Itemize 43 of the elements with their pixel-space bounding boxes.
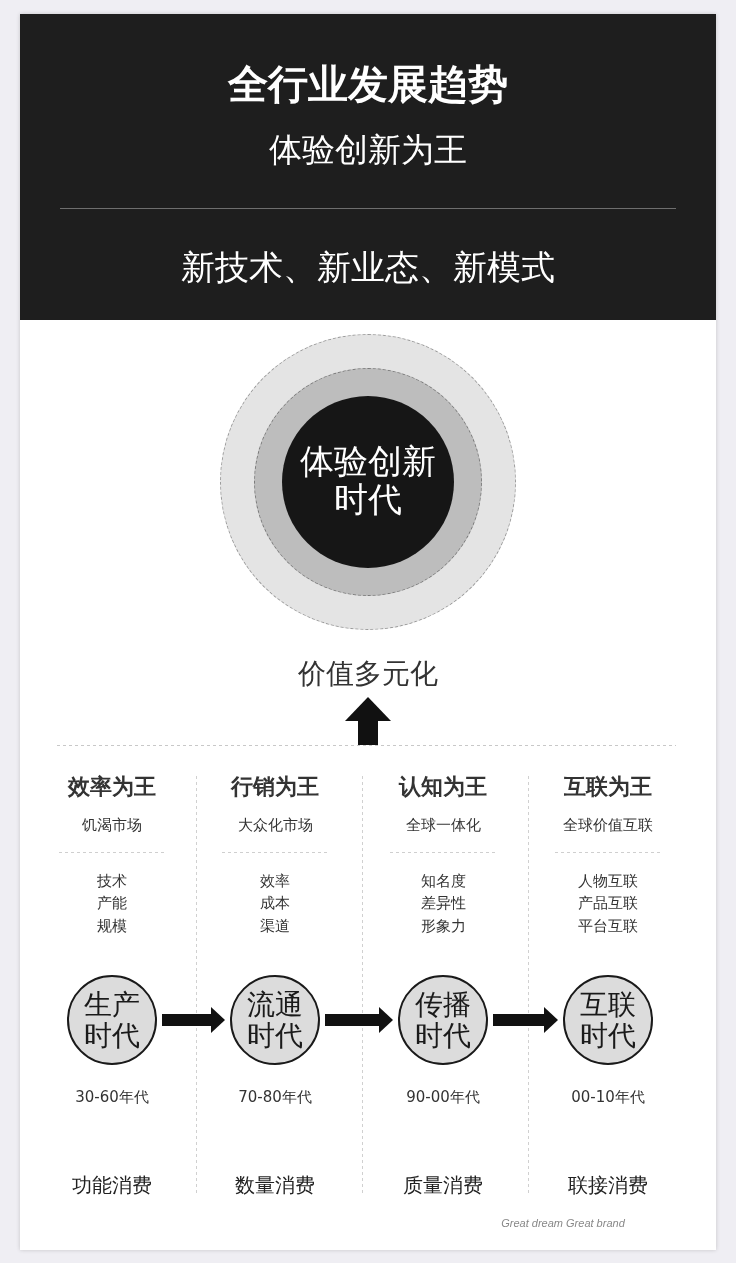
feature-item: 效率	[260, 872, 290, 890]
title-text: 全行业发展趋势	[228, 60, 508, 108]
column-heading: 行销为王	[231, 773, 319, 801]
consumption-label: 联接消费	[568, 1173, 648, 1197]
market-label: 全球一体化	[405, 816, 481, 834]
era-name: 流通时代	[246, 988, 304, 1052]
market-label: 全球价值互联	[563, 816, 653, 834]
header-band	[20, 14, 716, 320]
feature-item: 技术	[97, 872, 127, 890]
feature-item: 渠道	[260, 917, 290, 935]
consumption-label: 数量消费	[235, 1173, 315, 1197]
consumption-label: 功能消费	[72, 1173, 152, 1197]
column-heading: 互联为王	[564, 773, 652, 801]
period-label: 00-10年代	[571, 1088, 645, 1106]
feature-item: 平台互联	[578, 917, 638, 935]
feature-item: 人物互联	[578, 872, 638, 890]
era-name: 生产时代	[83, 988, 141, 1052]
era-name: 传播时代	[414, 988, 472, 1052]
feature-item: 规模	[97, 917, 127, 935]
tagline: Great dream Great brand	[501, 1217, 625, 1231]
arrow	[345, 697, 391, 745]
period-label: 30-60年代	[75, 1088, 149, 1106]
arrow	[325, 1007, 393, 1033]
column-heading: 认知为王	[399, 773, 487, 801]
feature-item: 产能	[97, 894, 127, 912]
caption-text: 价值多元化	[290, 651, 446, 697]
feature-item: 知名度	[420, 872, 466, 890]
feature-item: 差异性	[420, 894, 466, 912]
period-label: 70-80年代	[238, 1088, 312, 1106]
arrow	[493, 1007, 558, 1033]
period-label: 90-00年代	[406, 1088, 480, 1106]
market-label: 饥渴市场	[82, 816, 142, 834]
consumption-label: 质量消费	[403, 1173, 483, 1197]
slogan-text: 新技术、新业态、新模式	[181, 246, 555, 288]
era-title: 体验创新时代	[299, 441, 437, 519]
feature-item: 形象力	[420, 917, 466, 935]
era-name: 互联时代	[579, 988, 637, 1052]
feature-item: 产品互联	[578, 894, 638, 912]
market-label: 大众化市场	[237, 816, 313, 834]
subtitle-text: 体验创新为王	[269, 130, 467, 170]
column-heading: 效率为王	[68, 773, 156, 801]
arrow	[162, 1007, 225, 1033]
feature-item: 成本	[260, 894, 290, 912]
